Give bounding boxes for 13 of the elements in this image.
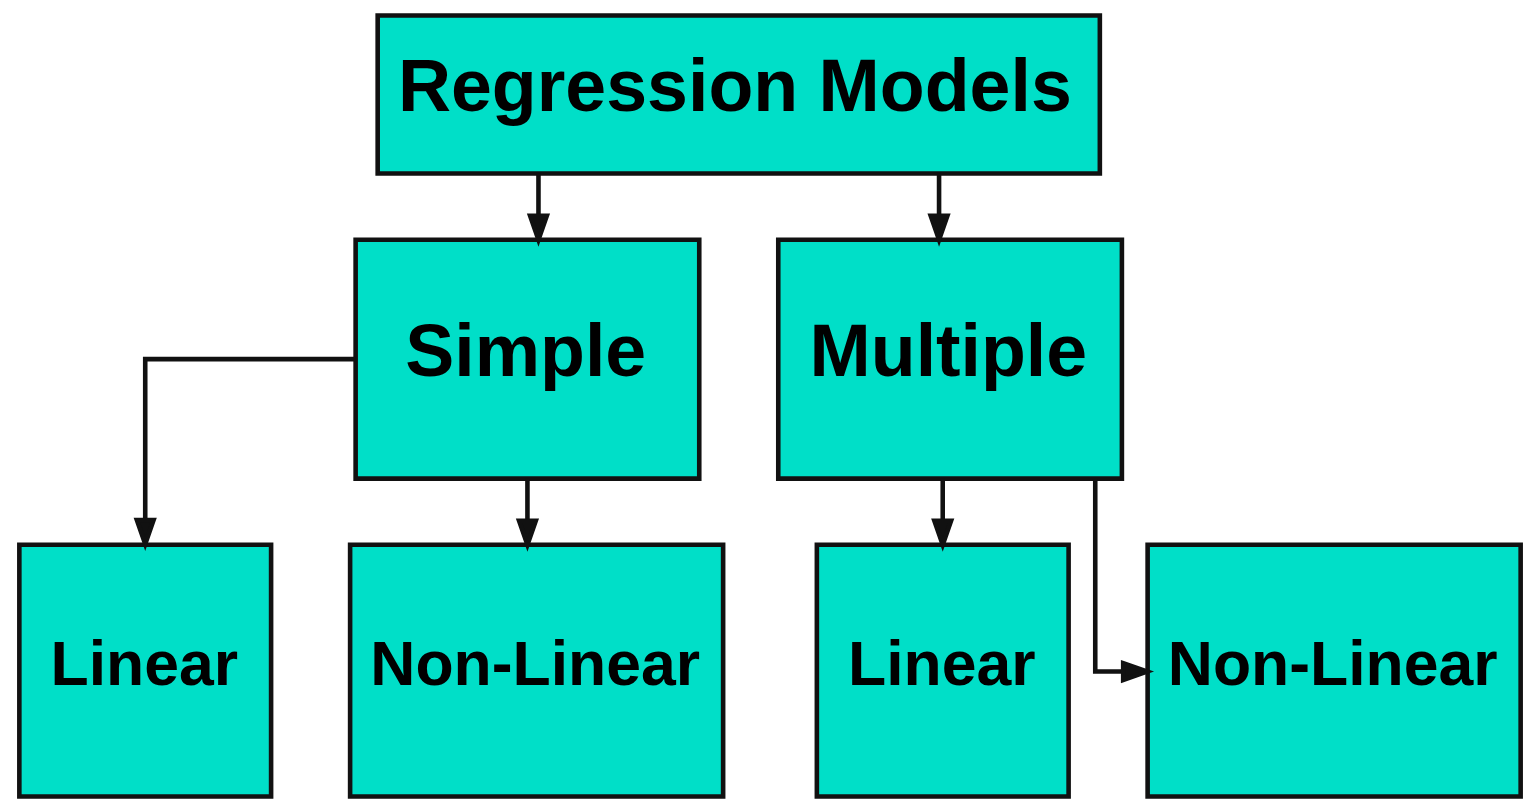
arrow [1092,479,1155,684]
node-box: Regression Models [375,13,1103,176]
node-box: Non-Linear [347,542,726,799]
node-box: Linear [814,542,1071,799]
arrow [931,478,955,552]
node-box: Simple [353,237,702,481]
node-box: Non-Linear [1145,542,1523,799]
arrow [515,478,540,552]
arrow [133,356,356,551]
node-box: Linear [17,542,274,799]
arrow [526,173,551,247]
arrow [927,173,951,247]
node-box: Multiple [775,237,1125,481]
